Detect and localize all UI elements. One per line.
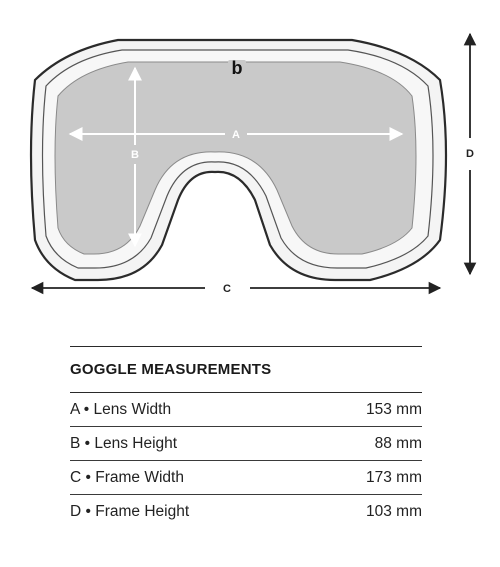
row-label: A • Lens Width: [70, 400, 172, 418]
frame-height-label: D: [466, 148, 474, 160]
table-row-lens-height: B • Lens Height 88 mm: [70, 427, 422, 461]
svg-text:b: b: [232, 58, 243, 78]
frame-width-label: C: [223, 283, 231, 295]
table-title: GOGGLE MEASUREMENTS: [70, 346, 422, 393]
row-label: D • Frame Height: [70, 502, 190, 520]
measurements-table: GOGGLE MEASUREMENTS A • Lens Width 153 m…: [70, 346, 422, 528]
row-value: 88 mm: [374, 434, 422, 452]
lens-height-label: B: [131, 149, 139, 161]
brand-logo-icon: b: [228, 58, 246, 78]
table-body: A • Lens Width 153 mm B • Lens Height 88…: [70, 393, 422, 528]
row-value: 103 mm: [366, 502, 422, 520]
table-row-lens-width: A • Lens Width 153 mm: [70, 393, 422, 427]
row-label: B • Lens Height: [70, 434, 178, 452]
goggle-diagram: b A B C D: [29, 32, 477, 295]
lens-width-label: A: [232, 129, 240, 141]
row-label: C • Frame Width: [70, 468, 184, 486]
goggle-lens: [54, 61, 417, 255]
row-value: 173 mm: [366, 468, 422, 486]
table-row-frame-width: C • Frame Width 173 mm: [70, 461, 422, 495]
row-value: 153 mm: [366, 400, 422, 418]
table-row-frame-height: D • Frame Height 103 mm: [70, 495, 422, 528]
